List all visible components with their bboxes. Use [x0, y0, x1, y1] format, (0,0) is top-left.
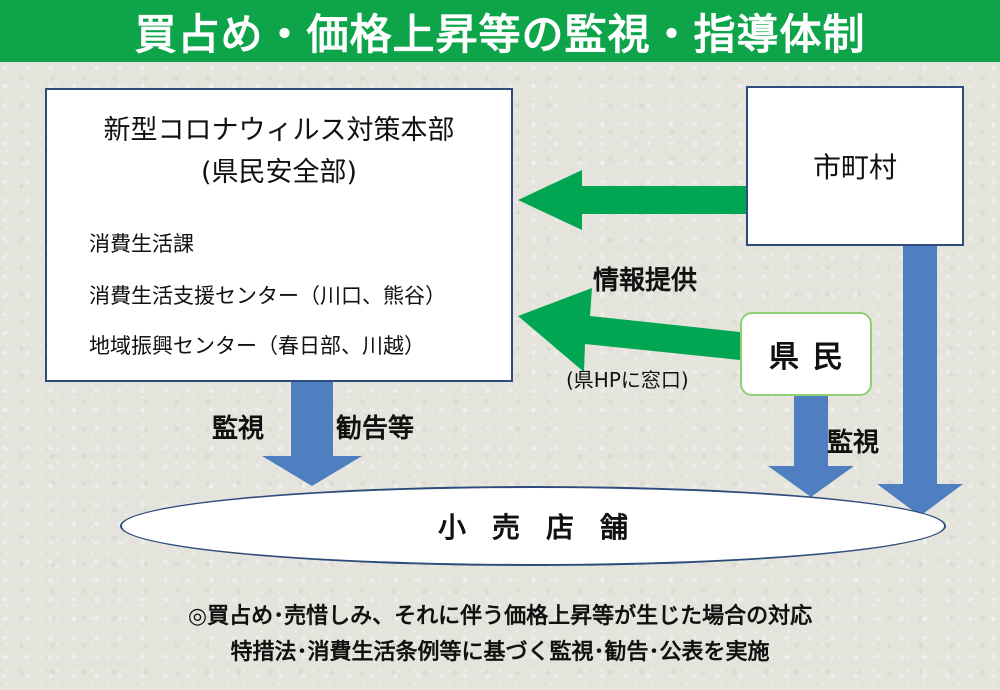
monitor-label: 監視 — [212, 414, 265, 444]
hq-name: 新型コロナウィルス対策本部 — [103, 115, 455, 146]
retail-store-ellipse: 小売店舗 — [120, 486, 946, 566]
advice-label: 勧告等 — [336, 414, 415, 444]
note-line: 特措法･消費生活条例等に基づく監視･勧告･公表を実施 — [230, 640, 770, 665]
residents-box: 県民 — [740, 312, 872, 396]
hq-box: 新型コロナウィルス対策本部 (県民安全部) 消費生活課 消費生活支援センター（川… — [45, 88, 513, 382]
info-label: 情報提供 — [593, 266, 698, 296]
municipality-box: 市町村 — [746, 86, 964, 246]
green-arrow-municipality-to-hq — [518, 170, 746, 230]
title-bar: 買占め・価格上昇等の監視・指導体制 — [0, 0, 1000, 62]
blue-arrow-hq-to-store — [262, 382, 362, 486]
hq-unit: 消費生活課 — [89, 232, 194, 256]
residents-label: 県民 — [769, 340, 857, 375]
channel-label: (県HPに窓口) — [566, 368, 689, 392]
green-arrow-residents-to-hq — [518, 288, 740, 372]
hq-unit: 地域振興センター（春日部、川越） — [89, 334, 425, 358]
hq-dept: (県民安全部) — [200, 157, 358, 188]
resident-monitor-label: 監視 — [827, 428, 880, 458]
note-line: ◎買占め･売惜しみ、それに伴う価格上昇等が生じた場合の対応 — [187, 604, 813, 629]
municipality-label: 市町村 — [812, 151, 897, 184]
blue-arrow-municipality-to-store — [877, 246, 963, 516]
hq-unit: 消費生活支援センター（川口、熊谷） — [89, 284, 446, 308]
page-title: 買占め・価格上昇等の監視・指導体制 — [134, 9, 866, 59]
blue-arrow-residents-to-store — [768, 396, 854, 497]
retail-store-label: 小売店舗 — [437, 511, 654, 544]
